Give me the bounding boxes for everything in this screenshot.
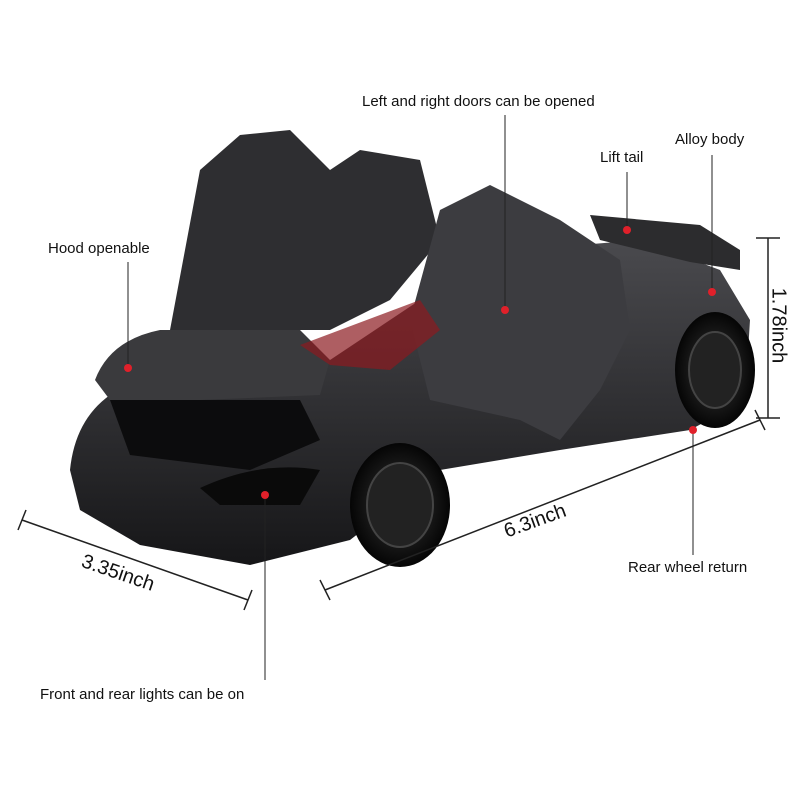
front-wheel — [350, 443, 450, 567]
seats — [300, 300, 440, 370]
headlight — [200, 467, 320, 505]
label-hood: Hood openable — [48, 240, 150, 257]
label-doors: Left and right doors can be opened — [362, 93, 595, 110]
right-door — [410, 185, 630, 440]
front-trunk — [110, 400, 320, 470]
rear-wheel — [675, 312, 755, 428]
dimension-height: 1.78inch — [767, 287, 790, 364]
left-door — [170, 130, 440, 330]
leader-lines — [127, 115, 713, 680]
hood — [95, 330, 330, 400]
marker-dots — [124, 226, 716, 499]
label-lights: Front and rear lights can be on — [40, 686, 245, 703]
dimension-lines — [17, 237, 780, 611]
car-body — [70, 130, 750, 565]
label-lift-tail: Lift tail — [600, 149, 644, 166]
label-rear-wheel: Rear wheel return — [628, 559, 748, 576]
label-alloy-body: Alloy body — [675, 131, 745, 148]
